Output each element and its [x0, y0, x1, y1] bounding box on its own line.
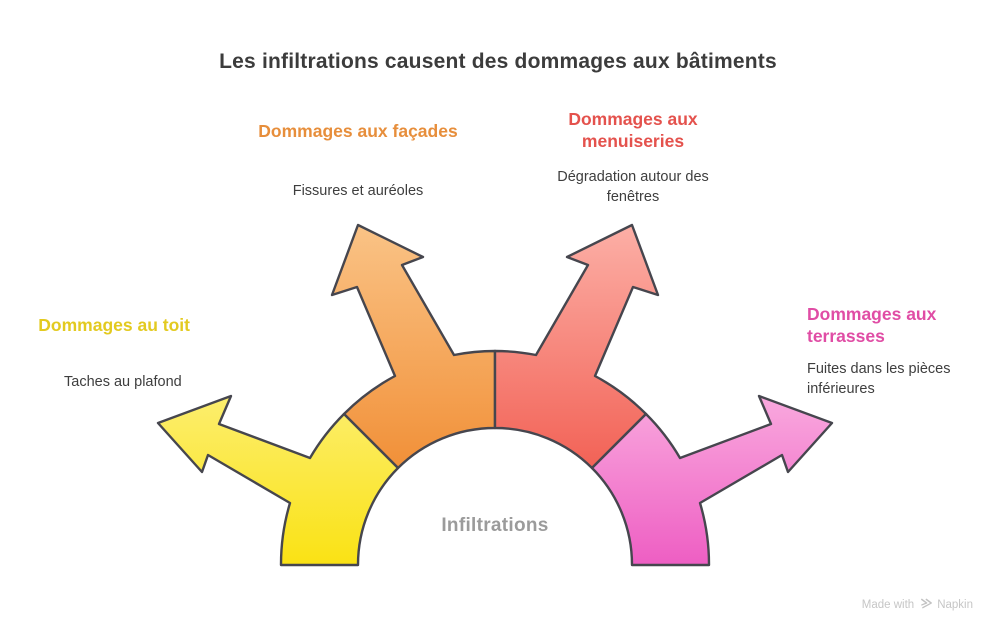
branch-description-menuiseries: Dégradation autour des fenêtres [557, 169, 709, 205]
made-with-napkin-credit: Made with Napkin [862, 598, 973, 612]
branch-arrow-menuiseries [493, 223, 660, 470]
page-title: Les infiltrations causent des dommages a… [219, 50, 777, 73]
branch-description-toit: Taches au plafond [64, 374, 182, 390]
branch-label-toit: Dommages au toit [38, 315, 190, 335]
branch-arrow-terrasses [590, 394, 834, 567]
branch-label-facades: Dommages aux façades [258, 121, 458, 141]
hub-label: Infiltrations [441, 515, 549, 536]
made-with-text: Made with [861, 599, 915, 611]
napkin-logo-icon [918, 598, 933, 612]
branch-label-menuiseries: Dommages aux menuiseries [568, 109, 698, 152]
branch-arrow-toit [156, 394, 400, 567]
branch-label-terrasses: Dommages aux terrasses [807, 304, 937, 347]
branch-arrow-facades [330, 223, 497, 470]
napkin-brand-text: Napkin [937, 599, 973, 611]
branch-description-facades: Fissures et auréoles [292, 183, 424, 199]
branch-description-terrasses: Fuites dans les pièces inférieures [807, 361, 951, 397]
